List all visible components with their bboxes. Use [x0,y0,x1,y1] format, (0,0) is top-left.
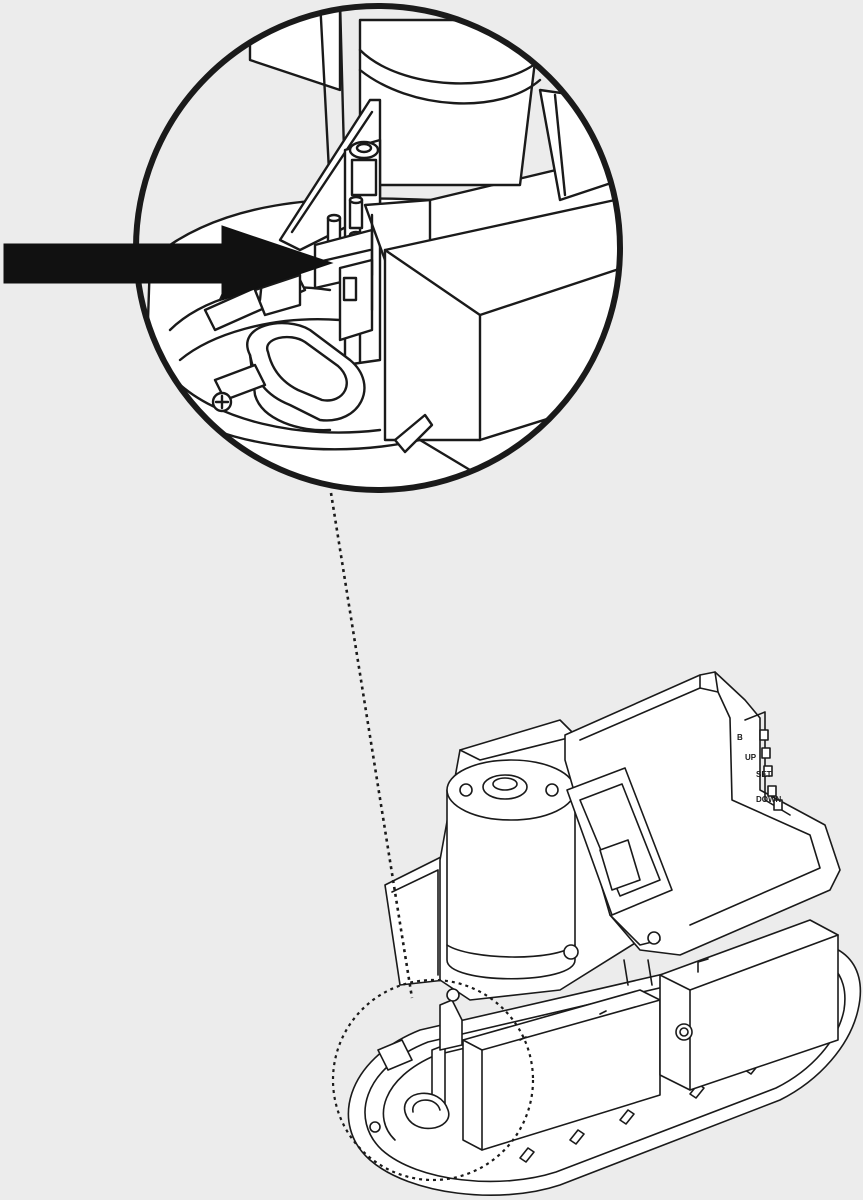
opener-unit: B UP SET DOWN [331,671,862,1196]
button-label-down: DOWN [756,795,782,804]
detail-marker-circle [331,978,535,1182]
component-box-right [659,919,839,1091]
motor-cylinder [446,759,579,980]
button-label-b: B [737,733,743,742]
pointer-arrow [3,225,334,301]
component-box-left [462,989,661,1151]
button-strip [759,729,783,811]
button-label-up: UP [745,753,757,762]
terminal-detail [369,988,463,1133]
leader-line [329,492,414,999]
button-label-set: SET [756,770,772,779]
receiver-module [566,767,673,986]
